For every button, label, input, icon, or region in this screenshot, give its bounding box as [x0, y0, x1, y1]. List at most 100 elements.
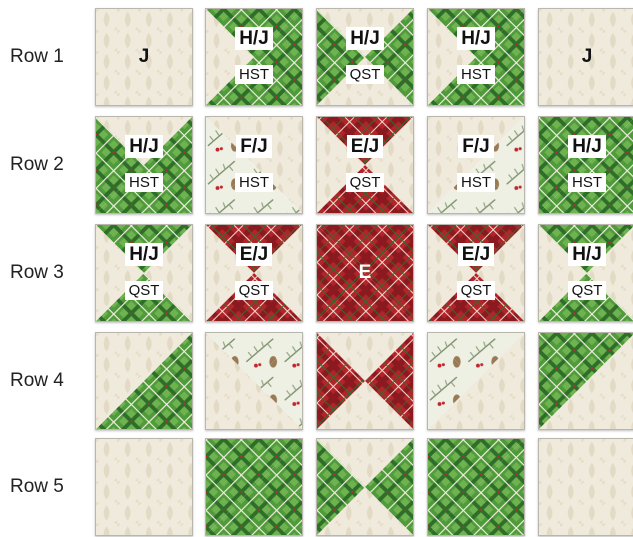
unit-type: QST [568, 281, 607, 300]
fabric-label: J [539, 46, 633, 68]
row-label: Row 1 [10, 46, 90, 68]
fabric-code: H/J [346, 27, 384, 50]
block-fabric [539, 439, 633, 535]
block-fabric [539, 117, 633, 213]
unit-type-label: QST [206, 282, 302, 300]
quilt-block: J [95, 8, 193, 106]
unit-type-label: QST [96, 282, 192, 300]
unit-type: HST [457, 65, 495, 84]
fabric-code: J [578, 45, 597, 68]
fabric-label: E/J [206, 244, 302, 266]
fabric-label: E [317, 262, 413, 284]
block-fabric [539, 225, 633, 321]
fabric-code: E/J [458, 243, 495, 266]
block-fabric [96, 439, 192, 535]
unit-type: HST [235, 65, 273, 84]
quilt-block: H/J HST [95, 116, 193, 214]
block-fabric [317, 439, 413, 535]
quilt-block [205, 332, 303, 430]
unit-type: HST [457, 173, 495, 192]
quilt-block: H/J HST [538, 116, 633, 214]
block-fabric [428, 9, 524, 105]
fabric-code: H/J [568, 243, 606, 266]
quilt-block: H/J QST [95, 224, 193, 322]
block-fabric [428, 117, 524, 213]
block-fabric [206, 439, 302, 535]
quilt-block: F/J HST [205, 116, 303, 214]
fabric-code: E/J [347, 135, 384, 158]
unit-type: QST [346, 173, 385, 192]
quilt-block [538, 332, 633, 430]
fabric-label: E/J [317, 136, 413, 158]
unit-type-label: HST [96, 174, 192, 192]
unit-type: QST [125, 281, 164, 300]
block-fabric [206, 333, 302, 429]
unit-type: HST [235, 173, 273, 192]
quilt-block: E/J QST [427, 224, 525, 322]
block-fabric [96, 333, 192, 429]
block-fabric [96, 117, 192, 213]
unit-type: QST [457, 281, 496, 300]
block-fabric [206, 225, 302, 321]
unit-type: HST [568, 173, 606, 192]
row-label: Row 5 [10, 476, 90, 498]
unit-type-label: HST [206, 174, 302, 192]
unit-type: HST [125, 173, 163, 192]
block-fabric [428, 225, 524, 321]
fabric-code: F/J [458, 135, 493, 158]
unit-type-label: QST [317, 174, 413, 192]
fabric-code: J [135, 45, 154, 68]
quilt-block: H/J QST [538, 224, 633, 322]
quilt-block [538, 438, 633, 536]
block-fabric [317, 9, 413, 105]
unit-type-label: HST [428, 66, 524, 84]
block-fabric [96, 225, 192, 321]
quilt-block [427, 332, 525, 430]
fabric-label: H/J [539, 244, 633, 266]
fabric-label: H/J [428, 28, 524, 50]
row-label: Row 4 [10, 370, 90, 392]
fabric-code: F/J [236, 135, 271, 158]
block-fabric [428, 439, 524, 535]
quilt-block [427, 438, 525, 536]
fabric-label: H/J [96, 244, 192, 266]
row-label: Row 2 [10, 154, 90, 176]
quilt-block: E/J QST [316, 116, 414, 214]
quilt-block: E [316, 224, 414, 322]
fabric-code: E [355, 261, 376, 284]
unit-type-label: HST [206, 66, 302, 84]
fabric-code: H/J [125, 243, 163, 266]
unit-type-label: QST [317, 66, 413, 84]
quilt-block [205, 438, 303, 536]
fabric-code: H/J [457, 27, 495, 50]
unit-type: QST [235, 281, 274, 300]
block-fabric [539, 333, 633, 429]
fabric-label: F/J [206, 136, 302, 158]
fabric-label: H/J [539, 136, 633, 158]
quilt-block [95, 438, 193, 536]
fabric-label: H/J [96, 136, 192, 158]
quilt-block: H/J HST [427, 8, 525, 106]
block-fabric [206, 117, 302, 213]
unit-type-label: QST [428, 282, 524, 300]
quilt-block [316, 438, 414, 536]
fabric-label: J [96, 46, 192, 68]
unit-type-label: QST [539, 282, 633, 300]
block-fabric [317, 117, 413, 213]
quilt-block: H/J QST [316, 8, 414, 106]
fabric-label: F/J [428, 136, 524, 158]
fabric-code: H/J [125, 135, 163, 158]
quilt-block: F/J HST [427, 116, 525, 214]
block-fabric [206, 9, 302, 105]
unit-type-label: HST [539, 174, 633, 192]
unit-type: QST [346, 65, 385, 84]
quilt-block: H/J HST [205, 8, 303, 106]
fabric-label: H/J [317, 28, 413, 50]
quilt-block [316, 332, 414, 430]
quilt-block [95, 332, 193, 430]
fabric-code: H/J [568, 135, 606, 158]
fabric-code: E/J [236, 243, 273, 266]
fabric-code: H/J [235, 27, 273, 50]
fabric-label: H/J [206, 28, 302, 50]
fabric-label: E/J [428, 244, 524, 266]
